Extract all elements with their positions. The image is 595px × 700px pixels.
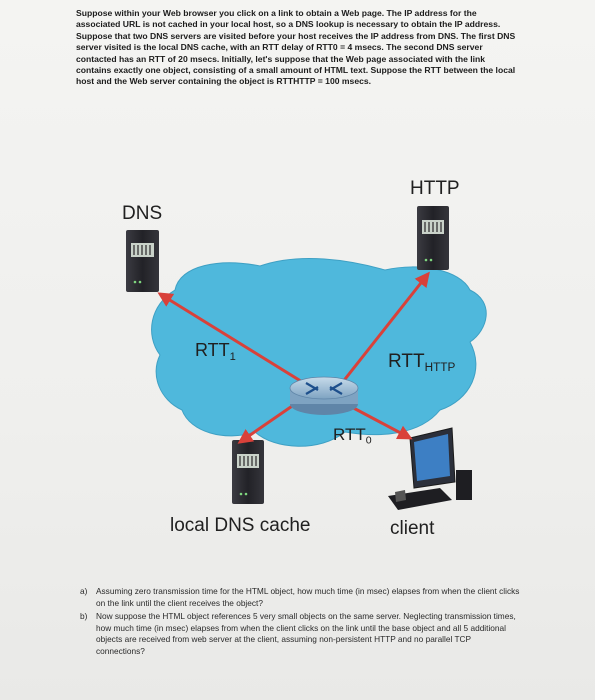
- question-letter: b): [80, 611, 88, 622]
- network-diagram: DNS HTTP RTT1 RTTHTTP RTT0 local DNS cac…: [0, 170, 595, 560]
- question-item: a) Assuming zero transmission time for t…: [80, 586, 520, 609]
- rtt0-arrow: [237, 400, 299, 444]
- dns-server-icon: [126, 230, 159, 292]
- rtt1-arrow: [157, 292, 313, 390]
- rtthttp-label: RTTHTTP: [388, 351, 456, 375]
- client-computer-icon: [388, 427, 472, 510]
- question-text: Assuming zero transmission time for the …: [96, 586, 520, 608]
- local-dns-label: local DNS cache: [170, 515, 311, 536]
- router-icon: [289, 376, 359, 415]
- rtthttp-arrow: [336, 271, 430, 389]
- dns-label: DNS: [122, 203, 163, 224]
- question-text: Now suppose the HTML object references 5…: [96, 611, 516, 656]
- questions-list: a) Assuming zero transmission time for t…: [80, 586, 520, 660]
- http-label: HTTP: [410, 178, 460, 199]
- http-server-icon: [417, 206, 449, 270]
- client-arrow: [345, 402, 413, 440]
- question-letter: a): [80, 586, 88, 596]
- client-label: client: [390, 518, 435, 539]
- rtt1-label: RTT1: [195, 340, 236, 363]
- diagram-svg: [126, 206, 487, 510]
- rtt0-label: RTT0: [333, 425, 372, 447]
- rtthttp-subscript: HTTP: [424, 361, 456, 375]
- question-item: b) Now suppose the HTML object reference…: [80, 611, 520, 657]
- local-dns-server-icon: [232, 440, 264, 504]
- rtt0-subscript: 0: [365, 434, 372, 447]
- rtt1-subscript: 1: [229, 350, 236, 363]
- problem-paragraph: Suppose within your Web browser you clic…: [76, 8, 516, 87]
